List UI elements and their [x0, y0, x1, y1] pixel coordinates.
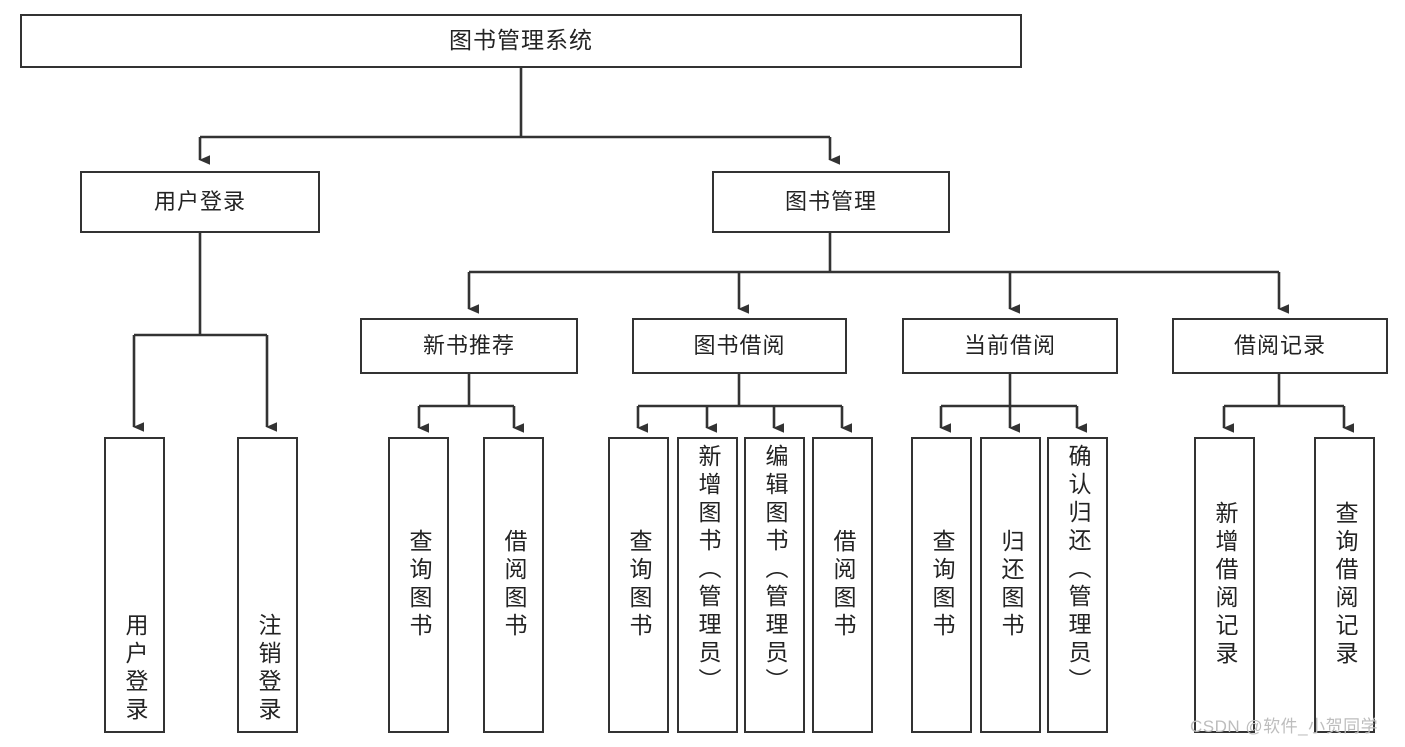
- node-label: 查询图书: [929, 529, 955, 641]
- node-label: 确认归还（管理员）: [1065, 444, 1091, 696]
- node-label: 新增借阅记录: [1212, 501, 1238, 669]
- node-label: 图书管理系统: [449, 27, 593, 54]
- leaf-borrow-book[interactable]: 借阅图书: [812, 437, 873, 733]
- csdn-watermark: CSDN @软件_小贺同学: [1190, 717, 1379, 736]
- node-label: 归还图书: [998, 529, 1024, 641]
- node-label: 借阅记录: [1233, 332, 1326, 358]
- node-label: 用户登录: [122, 613, 148, 725]
- leaf-edit-book-admin[interactable]: 编辑图书（管理员）: [744, 437, 805, 733]
- leaf-user-login[interactable]: 用户登录: [104, 437, 165, 733]
- node-label: 查询图书: [626, 529, 652, 641]
- leaf-query-book-borrow[interactable]: 查询图书: [608, 437, 669, 733]
- node-root-system[interactable]: 图书管理系统: [20, 14, 1022, 68]
- node-label: 新增图书（管理员）: [695, 444, 721, 696]
- node-label: 查询图书: [406, 529, 432, 641]
- node-label: 新书推荐: [422, 332, 515, 358]
- leaf-query-book-recommend[interactable]: 查询图书: [388, 437, 449, 733]
- leaf-add-book-admin[interactable]: 新增图书（管理员）: [677, 437, 738, 733]
- node-label: 当前借阅: [963, 332, 1056, 358]
- leaf-logout-login[interactable]: 注销登录: [237, 437, 298, 733]
- node-new-book-recommend[interactable]: 新书推荐: [360, 318, 578, 374]
- leaf-query-borrow-record[interactable]: 查询借阅记录: [1314, 437, 1375, 733]
- node-label: 借阅图书: [501, 529, 527, 641]
- leaf-add-borrow-record[interactable]: 新增借阅记录: [1194, 437, 1255, 733]
- node-label: 编辑图书（管理员）: [762, 444, 788, 696]
- node-label: 图书管理: [784, 188, 877, 214]
- node-book-manage[interactable]: 图书管理: [712, 171, 950, 233]
- node-book-borrow[interactable]: 图书借阅: [632, 318, 847, 374]
- leaf-confirm-return-admin[interactable]: 确认归还（管理员）: [1047, 437, 1108, 733]
- leaf-return-book[interactable]: 归还图书: [980, 437, 1041, 733]
- node-label: 借阅图书: [830, 529, 856, 641]
- node-label: 用户登录: [153, 188, 246, 214]
- node-current-borrow[interactable]: 当前借阅: [902, 318, 1118, 374]
- node-label: 查询借阅记录: [1332, 501, 1358, 669]
- node-borrow-record[interactable]: 借阅记录: [1172, 318, 1388, 374]
- leaf-borrow-book-recommend[interactable]: 借阅图书: [483, 437, 544, 733]
- node-user-login[interactable]: 用户登录: [80, 171, 320, 233]
- leaf-query-book-current[interactable]: 查询图书: [911, 437, 972, 733]
- node-label: 图书借阅: [693, 332, 786, 358]
- node-label: 注销登录: [255, 613, 281, 725]
